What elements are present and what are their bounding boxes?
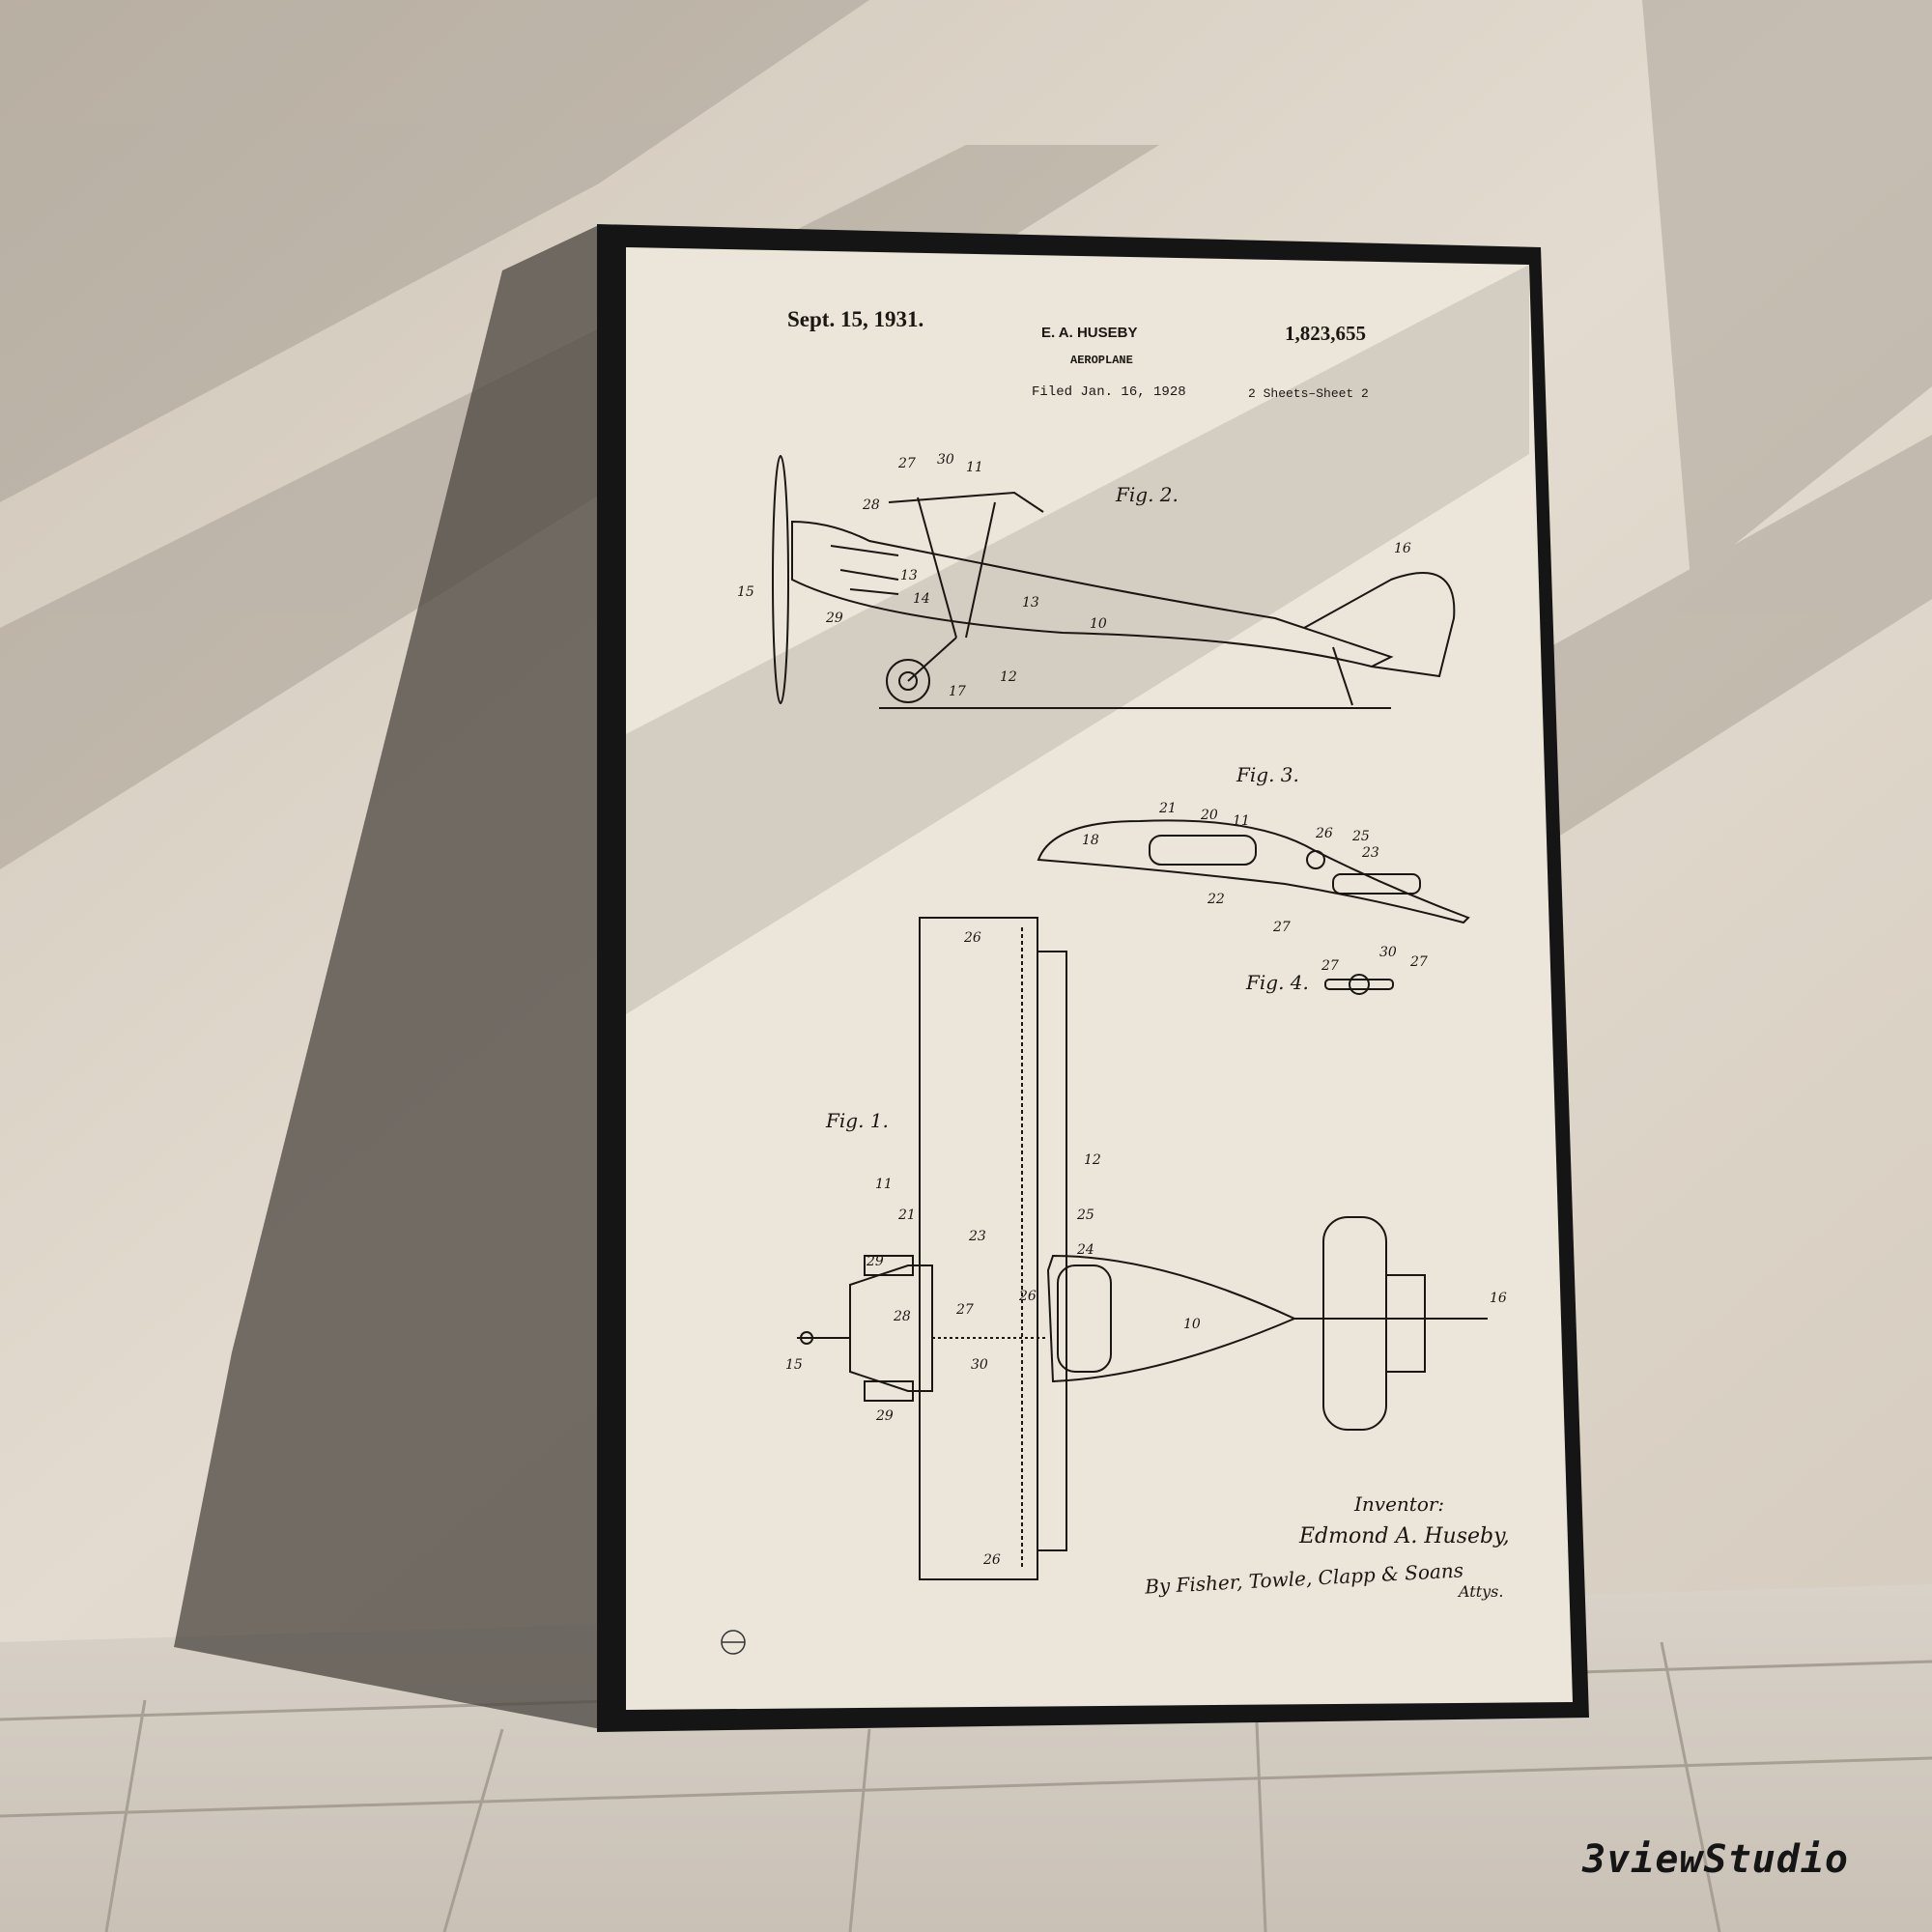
- ref-numeral: 26: [964, 930, 981, 946]
- fig2-side-view-drawing: [772, 455, 1456, 709]
- ref-numeral: 15: [785, 1357, 803, 1373]
- patent-number: 1,823,655: [1285, 322, 1366, 345]
- ref-numeral: 18: [1082, 833, 1099, 848]
- ref-numeral: 16: [1394, 541, 1411, 556]
- ref-numeral: 27: [1410, 954, 1428, 970]
- patent-title: AEROPLANE: [1070, 354, 1133, 367]
- ref-numeral: 16: [1490, 1291, 1507, 1306]
- ref-numeral: 28: [863, 497, 880, 513]
- ref-numeral: 30: [1379, 945, 1397, 960]
- ref-numeral: 10: [1090, 616, 1107, 632]
- patent-inventor-header: E. A. HUSEBY: [1041, 325, 1138, 341]
- ref-numeral: 15: [737, 584, 754, 600]
- ref-numeral: 23: [1362, 845, 1379, 861]
- ref-numeral: 27: [1321, 958, 1339, 974]
- ref-numeral: 23: [969, 1229, 986, 1244]
- paper: [626, 247, 1573, 1710]
- signature-attys: Attys.: [1459, 1582, 1504, 1601]
- fig3-wing-section-drawing: [1037, 819, 1470, 924]
- ref-numeral: 20: [1201, 808, 1218, 823]
- ref-numeral: 25: [1077, 1208, 1094, 1223]
- ref-numeral: 24: [1077, 1242, 1094, 1258]
- ref-numeral: 26: [983, 1552, 1001, 1568]
- patent-date: Sept. 15, 1931.: [787, 307, 924, 331]
- fig2-label: Fig. 2.: [1116, 483, 1179, 506]
- frame-shadow: [174, 224, 601, 1729]
- ref-numeral: 17: [949, 684, 966, 699]
- ref-numeral: 11: [966, 460, 983, 475]
- ref-numeral: 11: [875, 1177, 893, 1192]
- ref-numeral: 22: [1208, 892, 1225, 907]
- ref-numeral: 28: [894, 1309, 911, 1324]
- fig3-label: Fig. 3.: [1236, 763, 1299, 786]
- ref-numeral: 21: [898, 1208, 916, 1223]
- ref-numeral: 12: [1084, 1152, 1101, 1168]
- patent-filed-date: Filed Jan. 16, 1928: [1032, 384, 1186, 400]
- ref-numeral: 29: [867, 1254, 884, 1269]
- watermark-brand: 3viewStudio: [1582, 1837, 1849, 1882]
- ref-numeral: 21: [1159, 801, 1177, 816]
- fig1-label: Fig. 1.: [826, 1109, 889, 1132]
- ref-numeral: 30: [971, 1357, 988, 1373]
- ref-numeral: 29: [876, 1408, 894, 1424]
- signature-inventor-name: Edmond A. Huseby,: [1299, 1524, 1510, 1548]
- ref-numeral: 14: [913, 591, 930, 607]
- ref-numeral: 27: [1273, 920, 1291, 935]
- ref-numeral: 27: [956, 1302, 974, 1318]
- ref-numeral: 30: [937, 452, 954, 468]
- ref-numeral: 26: [1316, 826, 1333, 841]
- fig4-fitting-drawing: [1324, 974, 1394, 995]
- fig4-label: Fig. 4.: [1246, 971, 1309, 994]
- ref-numeral: 12: [1000, 669, 1017, 685]
- ref-numeral: 10: [1183, 1317, 1201, 1332]
- paper-shadow-stripe: [626, 265, 1529, 1014]
- patent-sheets: 2 Sheets–Sheet 2: [1248, 386, 1369, 401]
- fig1-top-view-drawing: [797, 917, 1488, 1580]
- ref-numeral: 25: [1352, 829, 1370, 844]
- logo-seal: [721, 1630, 746, 1655]
- ref-numeral: 13: [1022, 595, 1039, 611]
- ref-numeral: 26: [1019, 1289, 1037, 1304]
- ref-numeral: 29: [826, 611, 843, 626]
- ref-numeral: 27: [898, 456, 916, 471]
- signature-inventor-label: Inventor:: [1354, 1492, 1445, 1516]
- ref-numeral: 13: [900, 568, 918, 583]
- ref-numeral: 11: [1233, 813, 1250, 829]
